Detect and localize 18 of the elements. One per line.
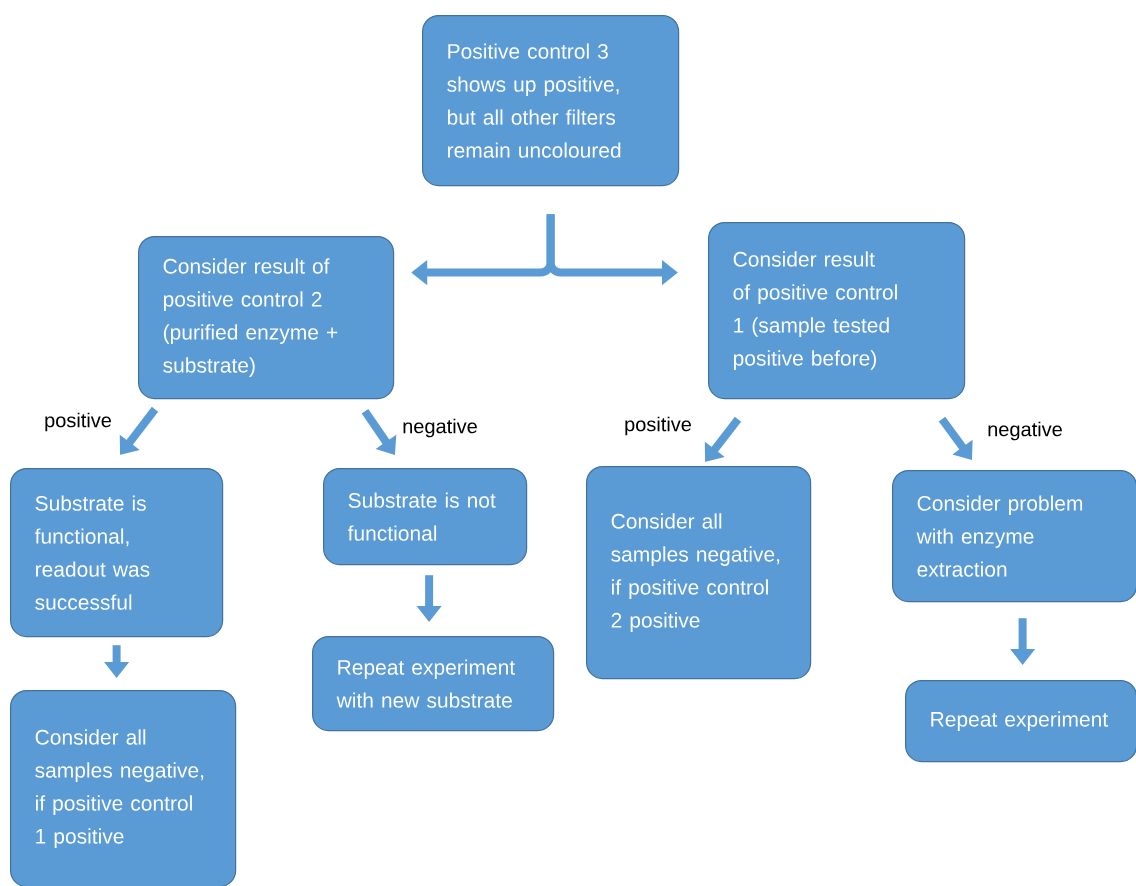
process-box: Substrate is functional, readout was successful [10, 468, 224, 638]
arrow [938, 416, 973, 460]
process-box: Repeat experiment [905, 680, 1136, 763]
process-box: Consider all samples negative, if positive control 1 positive [10, 690, 237, 886]
process-box: Positive control 3 shows up positive, but all other filters remain uncoloured [422, 15, 680, 187]
edge-label: negative [988, 421, 1062, 441]
edge-label: negative [403, 418, 477, 438]
edge-label: positive [45, 412, 111, 432]
process-box: Consider result of positive control 2 (purified enzyme + substrate) [138, 236, 395, 400]
process-box: Consider result of positive control 1 (sample tested positive before) [708, 222, 966, 400]
process-box: Consider all samples negative, if positive control 2 positive [586, 466, 812, 680]
arrow [361, 408, 397, 455]
process-box: Repeat experiment with new substrate [312, 636, 555, 732]
process-box: Consider problem with enzyme extraction [892, 470, 1136, 603]
arrow [119, 406, 159, 455]
process-box: Substrate is not functional [323, 468, 528, 566]
arrow [704, 416, 742, 462]
edge-label: positive [625, 416, 691, 436]
